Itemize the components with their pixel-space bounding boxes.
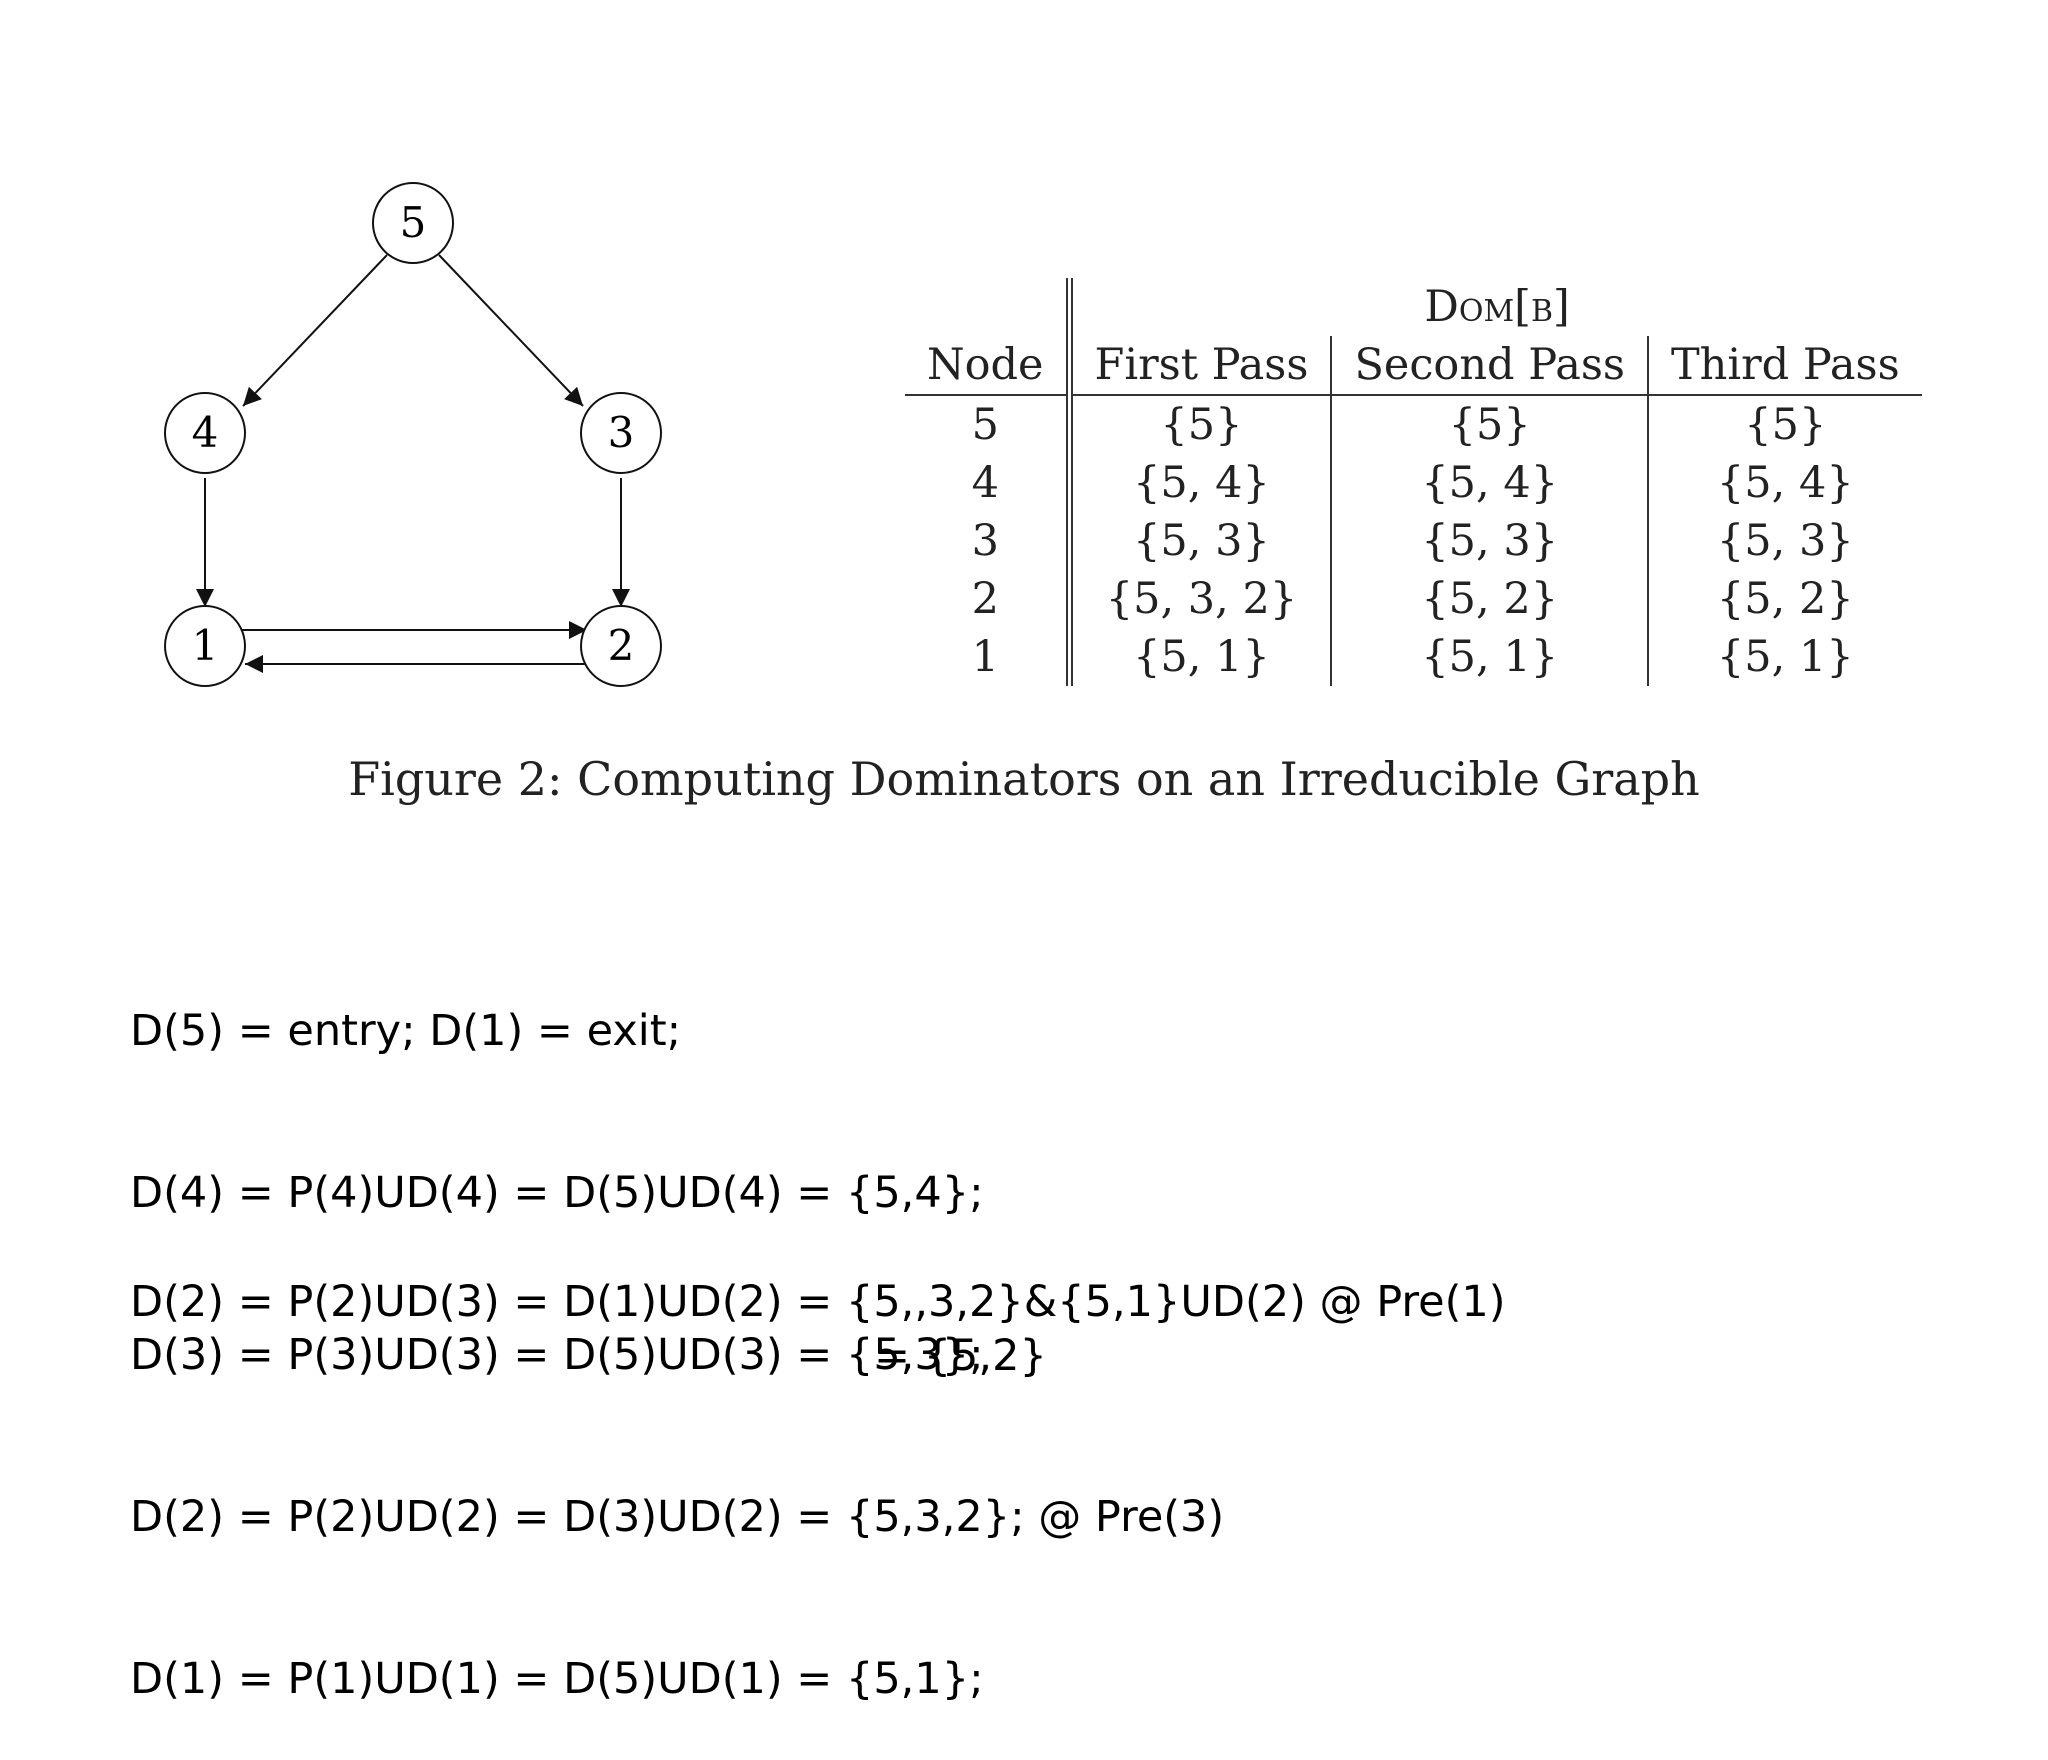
figure-caption: Figure 2: Computing Dominators on an Irr… [348, 752, 1700, 806]
table-row: 2 {5, 3, 2} {5, 2} {5, 2} [905, 570, 1922, 628]
graph-node-5: 5 [372, 182, 454, 264]
graph-node-label: 3 [608, 408, 635, 457]
graph-node-1: 1 [164, 605, 246, 687]
table-cell-node: 1 [905, 628, 1073, 686]
table-row: 4 {5, 4} {5, 4} {5, 4} [905, 454, 1922, 512]
table-cell: {5, 3} [1069, 512, 1333, 570]
table-row: 1 {5, 1} {5, 1} {5, 1} [905, 628, 1922, 686]
table-cell: {5} [1744, 400, 1827, 450]
table-cell: {5, 3} [1716, 516, 1854, 566]
graph-node-3: 3 [580, 392, 662, 474]
table-header-spacer [905, 278, 1073, 336]
table-header-first-pass: First Pass [1069, 336, 1333, 396]
graph-node-label: 2 [608, 621, 635, 670]
control-flow-graph: 5 4 3 1 2 [150, 170, 690, 710]
table-cell-node: 4 [905, 454, 1073, 512]
table-header-third-pass: Third Pass [1647, 336, 1922, 396]
table-cell-node: 2 [905, 570, 1073, 628]
table-group-header: Dom[b] [1424, 282, 1570, 332]
equation-second-result: = {5,2} [874, 1331, 1047, 1381]
equation-second: D(2) = P(2)UD(3) = D(1)UD(2) = {5,,3,2}&… [130, 1277, 1506, 1327]
table-cell: {5, 2} [1331, 570, 1649, 628]
table-cell: {5, 4} [1069, 454, 1333, 512]
table-header-node: Node [905, 336, 1073, 396]
table-cell: {5} [1331, 395, 1649, 454]
table-cell-node: 3 [905, 512, 1073, 570]
table-header-row: Node First Pass Second Pass Third Pass [905, 336, 1922, 396]
table-header-second-pass: Second Pass [1331, 336, 1649, 396]
equation-line: D(3) = P(3)UD(3) = D(5)UD(3) = {5,3}; [130, 1330, 984, 1380]
table-cell: {5, 1} [1716, 632, 1854, 682]
table-group-header-row: Dom[b] [905, 278, 1922, 336]
edge-5-3 [438, 254, 584, 407]
dominator-table: Dom[b] Node First Pass Second Pass Third… [905, 278, 1922, 686]
table-cell: {5, 1} [1069, 628, 1333, 686]
edge-5-4 [242, 254, 388, 407]
table-cell: {5, 3, 2} [1069, 570, 1333, 628]
table-cell: {5, 3} [1331, 512, 1649, 570]
equation-line: D(5) = entry; D(1) = exit; [130, 1006, 682, 1056]
graph-node-label: 5 [400, 198, 427, 247]
equation-line: D(2) = P(2)UD(2) = D(3)UD(2) = {5,3,2}; … [130, 1492, 1225, 1542]
table-cell-node: 5 [905, 395, 1073, 454]
table-cell: {5, 4} [1331, 454, 1649, 512]
table-row: 3 {5, 3} {5, 3} {5, 3} [905, 512, 1922, 570]
table-row: 5 {5} {5} {5} [905, 395, 1922, 454]
table-cell: {5, 1} [1331, 628, 1649, 686]
graph-node-2: 2 [580, 605, 662, 687]
table-cell: {5} [1069, 395, 1333, 454]
equation-line: D(1) = P(1)UD(1) = D(5)UD(1) = {5,1}; [130, 1654, 984, 1704]
equation-line: D(4) = P(4)UD(4) = D(5)UD(4) = {5,4}; [130, 1168, 984, 1218]
graph-node-label: 1 [192, 621, 219, 670]
graph-node-label: 4 [192, 408, 219, 457]
graph-node-4: 4 [164, 392, 246, 474]
table-cell: {5, 4} [1716, 458, 1854, 508]
table-cell: {5, 2} [1716, 574, 1854, 624]
graph-svg: 5 4 3 1 2 [164, 182, 662, 687]
